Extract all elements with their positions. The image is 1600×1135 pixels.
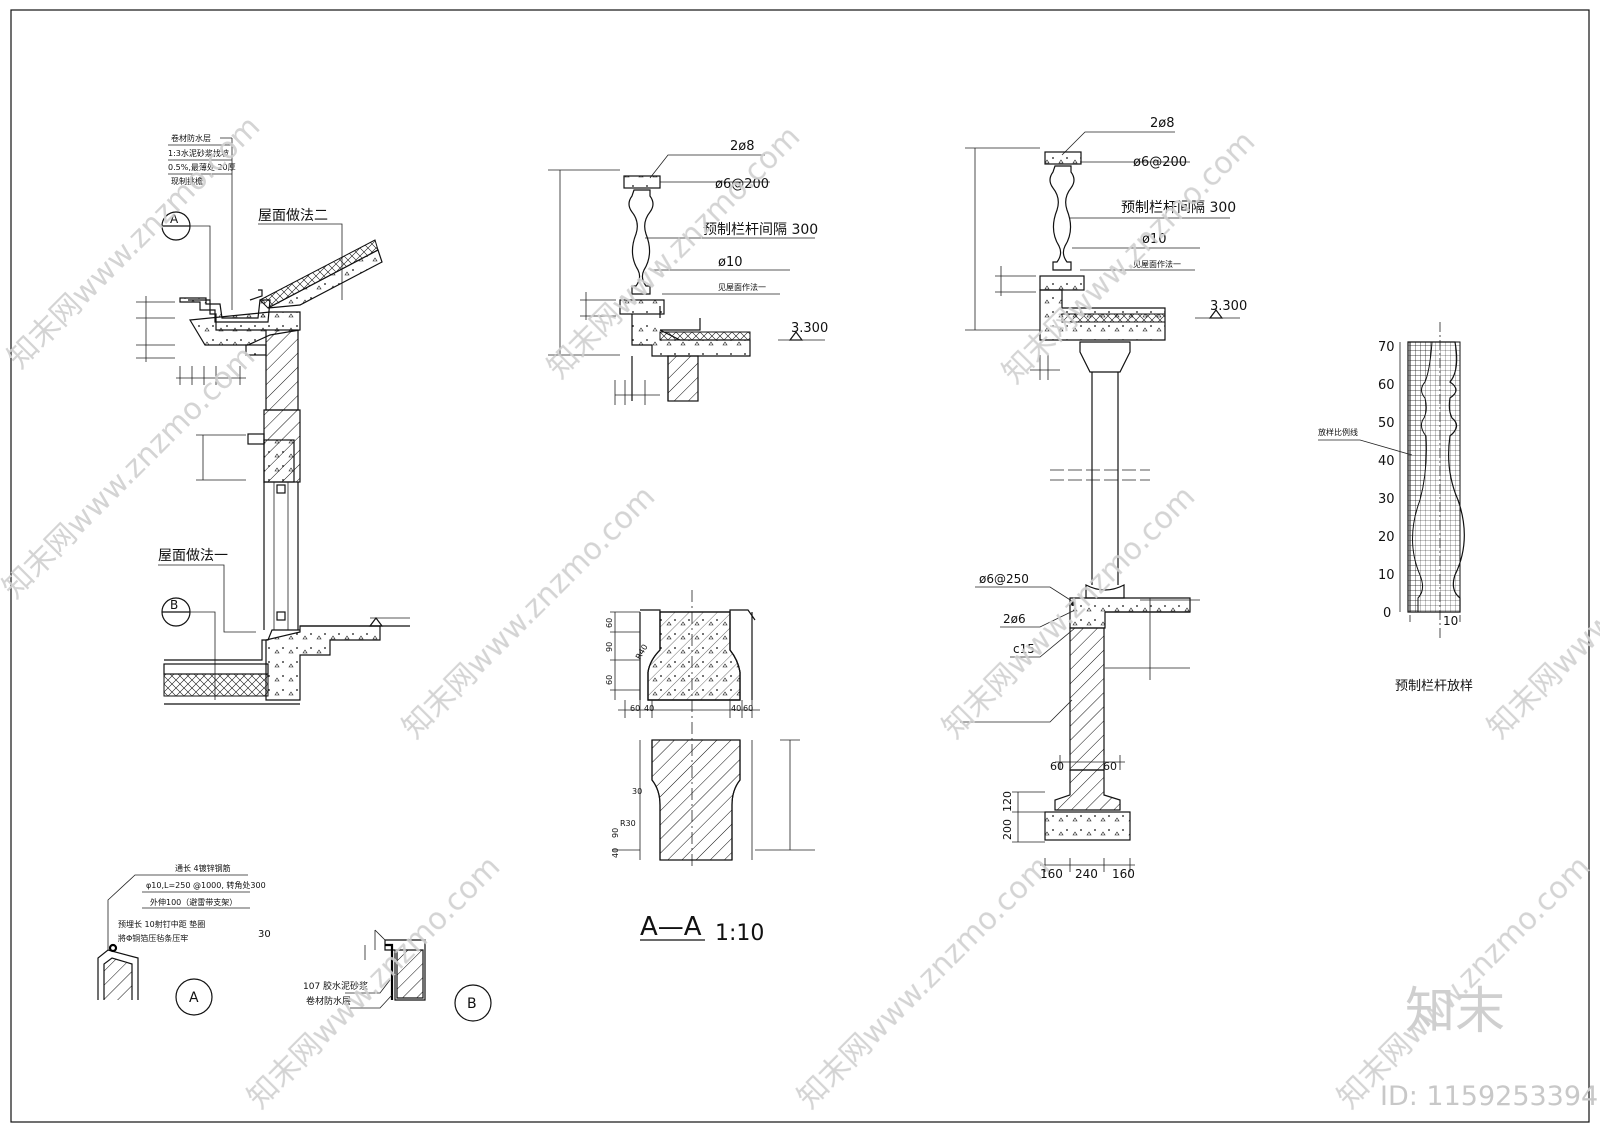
- template-axis: 70 60 50 40 30 20 10 0: [1378, 340, 1401, 621]
- note-eave: 现制挑檐: [171, 176, 203, 186]
- section-title: A—A: [640, 912, 702, 942]
- tick-0: 0: [1383, 606, 1391, 621]
- detail-b: 107 胶水泥砂浆 卷材防水层 B: [303, 929, 492, 1022]
- rail1-level: 3.300: [791, 321, 828, 336]
- rail2-beam-stirrup: ø6@250: [979, 572, 1029, 586]
- template-profile: [1407, 341, 1465, 613]
- watermark-4: 知末网www.znzmo.com: [0, 339, 262, 605]
- aa-dim-bot2: 90: [611, 828, 620, 838]
- aa-w3: 40: [731, 704, 741, 713]
- rail2-dowel: ø10: [1142, 232, 1167, 247]
- rail2-roof-ref: 见屋面作法一: [1133, 259, 1181, 269]
- tick-30: 30: [1378, 492, 1395, 507]
- aa-radius-top: R40: [634, 643, 650, 661]
- detail-a-line1: 通长 4镀锌钢筋: [175, 863, 231, 873]
- roof-method-2: 屋面做法二: [258, 208, 328, 224]
- rail1-stirrup: ø6@200: [715, 177, 769, 192]
- rail2-f2: 60: [1103, 760, 1117, 773]
- mark-b-label: B: [170, 598, 178, 612]
- aa-dim-top1: 60: [605, 618, 614, 628]
- eave-detail: 卷材防水层 1:3水泥砂浆找坡 0.5%,最薄处 20厚 现制挑檐 A 屋面做法…: [136, 133, 410, 705]
- baluster-2: [1049, 165, 1075, 271]
- baluster-template: 70 60 50 40 30 20 10 0 放样比例线 10 预制栏杆放样: [1318, 322, 1473, 694]
- tick-50: 50: [1378, 416, 1395, 431]
- detail-a-line3: 外伸100（避雷带支架）: [150, 897, 237, 907]
- rail2-level: 3.300: [1210, 299, 1247, 314]
- watermark-7: 知末网www.znzmo.com: [1481, 479, 1600, 745]
- rail2-h2: 120: [1001, 791, 1014, 812]
- detail-a-line5: 將Φ铜箔压毡条压牢: [118, 933, 188, 943]
- detail-b-mark-label: B: [467, 996, 477, 1012]
- rail2-h1: 200: [1001, 819, 1014, 840]
- railing-detail-1: 2ø8 ø6@200 预制栏杆间隔 300 ø10 见屋面作法一 3.300: [548, 139, 828, 405]
- detail-a-dim: 30: [258, 929, 271, 940]
- rail1-roof-ref: 见屋面作法一: [718, 282, 766, 292]
- sheet-border: [10, 9, 1590, 1123]
- detail-a-line4: 预埋长 10射钉中距 垫圈: [118, 919, 205, 929]
- image-id: ID: 1159253394: [1380, 1081, 1598, 1112]
- aa-w2: 40: [644, 704, 654, 713]
- mark-a-label: A: [170, 212, 179, 226]
- aa-radius-bot: R30: [620, 819, 636, 828]
- tick-20: 20: [1378, 530, 1395, 545]
- tick-60: 60: [1378, 378, 1395, 393]
- rail2-baluster: 预制栏杆间隔 300: [1121, 200, 1236, 216]
- rail2-beam-rebar: 2ø6: [1003, 612, 1026, 626]
- rail2-b3: 160: [1112, 867, 1135, 881]
- detail-b-line2: 卷材防水层: [306, 995, 351, 1007]
- detail-a: 通长 4镀锌钢筋 φ10,L=250 @1000, 转角处300 外伸100（避…: [97, 863, 271, 1016]
- tick-70: 70: [1378, 340, 1395, 355]
- rail2-b1: 160: [1040, 867, 1063, 881]
- watermark-9: 知末网www.znzmo.com: [791, 849, 1057, 1115]
- watermark-layer: 知末网www.znzmo.com 知末网www.znzmo.com 知末网www…: [0, 109, 1600, 1115]
- watermark-3: 知末网www.znzmo.com: [996, 124, 1262, 390]
- template-bottom: 10: [1443, 614, 1458, 628]
- note-slope: 0.5%,最薄处 20厚: [168, 162, 236, 172]
- detail-b-line1: 107 胶水泥砂浆: [303, 980, 368, 992]
- aa-dim-top3: 60: [605, 675, 614, 685]
- brand-mark: 知末: [1405, 982, 1505, 1040]
- railing-detail-2: 2ø8 ø6@200 预制栏杆间隔 300 ø10 见屋面作法一 3.300 ø…: [960, 116, 1247, 881]
- aa-w4: 60: [743, 704, 753, 713]
- roof-method-1: 屋面做法一: [158, 548, 228, 564]
- rail1-dowel: ø10: [718, 255, 743, 270]
- section-scale: 1:10: [715, 921, 764, 946]
- aa-dim-bot3: 40: [611, 848, 620, 858]
- section-a-a: 60 90 60 R40 60 40 40 60 30 90 40 R30 A—…: [605, 590, 815, 946]
- rail2-f1: 60: [1050, 760, 1064, 773]
- aa-w1: 60: [630, 704, 640, 713]
- note-mortar: 1:3水泥砂浆找坡: [168, 148, 229, 158]
- rail2-b2: 240: [1075, 867, 1098, 881]
- tick-40: 40: [1378, 454, 1395, 469]
- rail2-top-rebar: 2ø8: [1150, 116, 1175, 131]
- tick-10: 10: [1378, 568, 1395, 583]
- detail-a-line2: φ10,L=250 @1000, 转角处300: [146, 880, 266, 890]
- detail-a-mark-label: A: [189, 990, 199, 1006]
- watermark-5: 知末网www.znzmo.com: [396, 479, 662, 745]
- template-note: 放样比例线: [1318, 427, 1358, 437]
- rail2-cover: c15: [1013, 642, 1035, 656]
- footing: [1044, 811, 1131, 841]
- aa-dim-bot1: 30: [632, 787, 642, 796]
- baluster-1: [628, 189, 654, 295]
- aa-dim-top2: 90: [605, 642, 614, 652]
- rail1-top-rebar: 2ø8: [730, 139, 755, 154]
- rail2-stirrup: ø6@200: [1133, 155, 1187, 170]
- detail-b-mark: [454, 984, 492, 1022]
- rail1-baluster: 预制栏杆间隔 300: [703, 222, 818, 238]
- detail-a-mark: [175, 978, 213, 1016]
- watermark-8: 知末网www.znzmo.com: [241, 849, 507, 1115]
- note-waterproof: 卷材防水层: [171, 133, 211, 143]
- template-caption: 预制栏杆放样: [1395, 679, 1473, 694]
